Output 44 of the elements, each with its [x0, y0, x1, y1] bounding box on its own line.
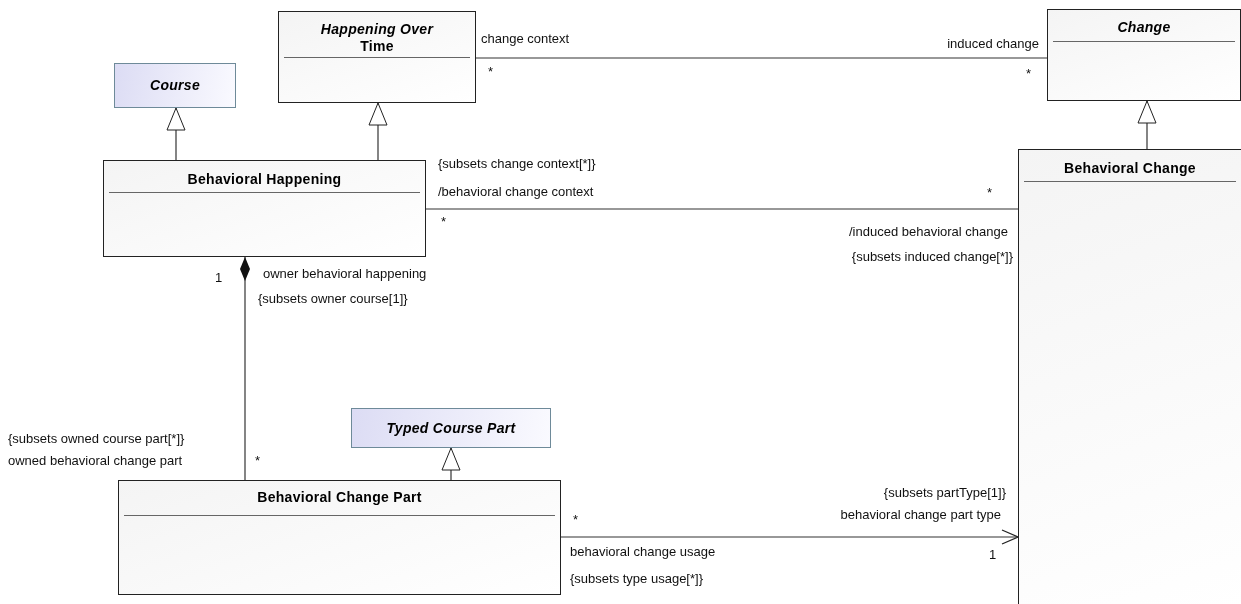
multiplicity: 1: [215, 270, 223, 285]
multiplicity: 1: [989, 547, 997, 562]
role-label: {subsets induced change[*]}: [851, 249, 1013, 264]
class-name: Typed Course Part: [385, 420, 517, 437]
role-label: /behavioral change context: [438, 184, 594, 199]
role-label: {subsets owned course part[*]}: [8, 431, 185, 446]
association-line: [425, 208, 1019, 210]
role-label: {subsets partType[1]}: [883, 485, 1006, 500]
class-name: Happening Over Time: [319, 21, 435, 55]
class-box: [351, 408, 551, 448]
class-box: [114, 63, 236, 108]
class-name: Behavioral Change: [1063, 160, 1197, 177]
class-box: [278, 11, 476, 103]
generalization-arrow: [368, 102, 388, 161]
multiplicity: *: [987, 185, 993, 200]
generalization-arrow: [1137, 100, 1157, 150]
class-name: Behavioral Change Part: [256, 489, 423, 506]
multiplicity: *: [1026, 66, 1032, 81]
class-name: Behavioral Happening: [186, 171, 343, 188]
composition-line: [240, 256, 250, 481]
association-arrow: [560, 529, 1019, 545]
role-label: owner behavioral happening: [263, 266, 427, 281]
multiplicity: *: [573, 512, 579, 527]
multiplicity: *: [255, 453, 261, 468]
role-label: /induced behavioral change: [849, 224, 1008, 239]
multiplicity: *: [441, 214, 447, 229]
class-box: [1047, 9, 1241, 101]
role-label: {subsets change context[*]}: [438, 156, 596, 171]
role-label: induced change: [947, 36, 1039, 51]
class-name: Course: [148, 77, 201, 94]
multiplicity: *: [488, 64, 494, 79]
generalization-arrow: [441, 447, 461, 481]
class-box: [103, 160, 426, 257]
class-name: Change: [1116, 19, 1172, 36]
role-label: change context: [481, 31, 570, 46]
class-box: [1018, 149, 1241, 604]
class-box: [118, 480, 561, 595]
role-label: behavioral change part type: [840, 507, 1001, 522]
role-label: owned behavioral change part: [8, 453, 183, 468]
association-line: [475, 57, 1048, 59]
role-label: {subsets type usage[*]}: [570, 571, 703, 586]
generalization-arrow: [166, 107, 186, 161]
role-label: behavioral change usage: [570, 544, 716, 559]
role-label: {subsets owner course[1]}: [258, 291, 408, 306]
